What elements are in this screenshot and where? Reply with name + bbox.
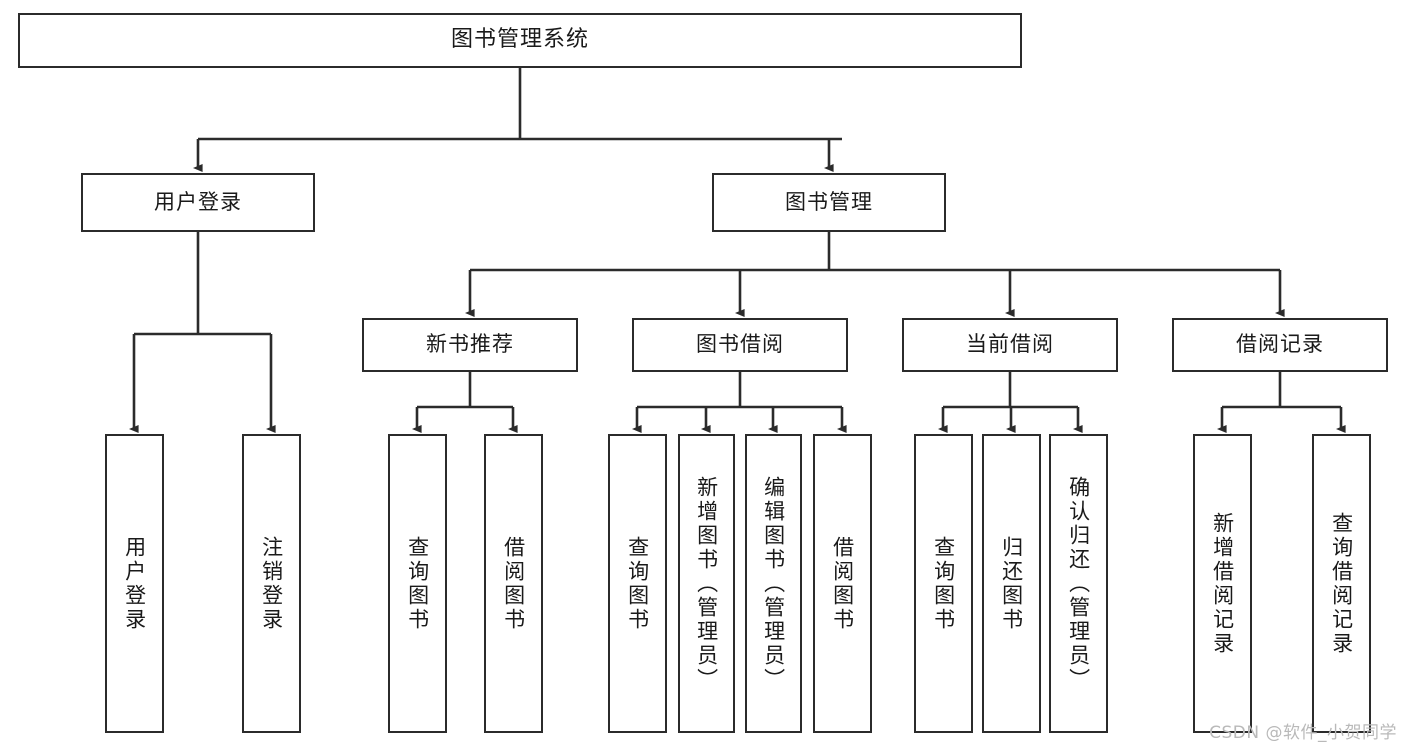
node-new-book-recommend[interactable]: 新书推荐 [362,318,578,372]
node-leaf-add-borrow-record-label: 新增借阅记录 [1210,511,1235,656]
node-leaf-query-borrow-record-label: 查询借阅记录 [1329,511,1354,656]
node-current-borrow-label: 当前借阅 [966,332,1054,357]
node-leaf-logout[interactable]: 注销登录 [242,434,301,733]
node-leaf-logout-label: 注销登录 [259,535,284,632]
watermark-text: CSDN @软件_小贺同学 [1209,723,1397,743]
node-root-label: 图书管理系统 [450,27,589,53]
node-book-borrow-label: 图书借阅 [696,332,784,357]
node-leaf-query-borrow-record[interactable]: 查询借阅记录 [1312,434,1371,733]
node-leaf-confirm-return-admin[interactable]: 确认归还（管理员） [1049,434,1108,733]
node-user-login-label: 用户登录 [154,189,242,214]
node-book-management-label: 图书管理 [785,189,873,214]
node-leaf-query-book-current[interactable]: 查询图书 [914,434,973,733]
node-leaf-edit-book-admin[interactable]: 编辑图书（管理员） [745,434,802,733]
node-root[interactable]: 图书管理系统 [18,13,1022,68]
node-leaf-user-login[interactable]: 用户登录 [105,434,164,733]
node-borrow-record[interactable]: 借阅记录 [1172,318,1388,372]
node-leaf-query-book-current-label: 查询图书 [931,535,956,632]
node-leaf-edit-book-admin-label: 编辑图书（管理员） [761,475,786,692]
node-leaf-query-book-recommend-label: 查询图书 [405,535,430,632]
node-leaf-borrow-book-recommend-label: 借阅图书 [501,535,526,632]
node-leaf-query-book-borrow-label: 查询图书 [625,535,650,632]
node-leaf-borrow-book[interactable]: 借阅图书 [813,434,872,733]
node-leaf-borrow-book-recommend[interactable]: 借阅图书 [484,434,543,733]
node-leaf-add-book-admin-label: 新增图书（管理员） [694,475,719,692]
node-leaf-borrow-book-label: 借阅图书 [830,535,855,632]
node-leaf-return-book[interactable]: 归还图书 [982,434,1041,733]
node-borrow-record-label: 借阅记录 [1236,332,1324,357]
node-leaf-return-book-label: 归还图书 [999,535,1024,632]
node-book-management[interactable]: 图书管理 [712,173,946,232]
node-leaf-add-book-admin[interactable]: 新增图书（管理员） [678,434,735,733]
node-leaf-confirm-return-admin-label: 确认归还（管理员） [1066,475,1091,692]
node-leaf-add-borrow-record[interactable]: 新增借阅记录 [1193,434,1252,733]
node-new-book-recommend-label: 新书推荐 [426,332,514,357]
node-leaf-query-book-borrow[interactable]: 查询图书 [608,434,667,733]
node-user-login[interactable]: 用户登录 [81,173,315,232]
node-leaf-user-login-label: 用户登录 [122,535,147,632]
node-current-borrow[interactable]: 当前借阅 [902,318,1118,372]
node-book-borrow[interactable]: 图书借阅 [632,318,848,372]
node-leaf-query-book-recommend[interactable]: 查询图书 [388,434,447,733]
